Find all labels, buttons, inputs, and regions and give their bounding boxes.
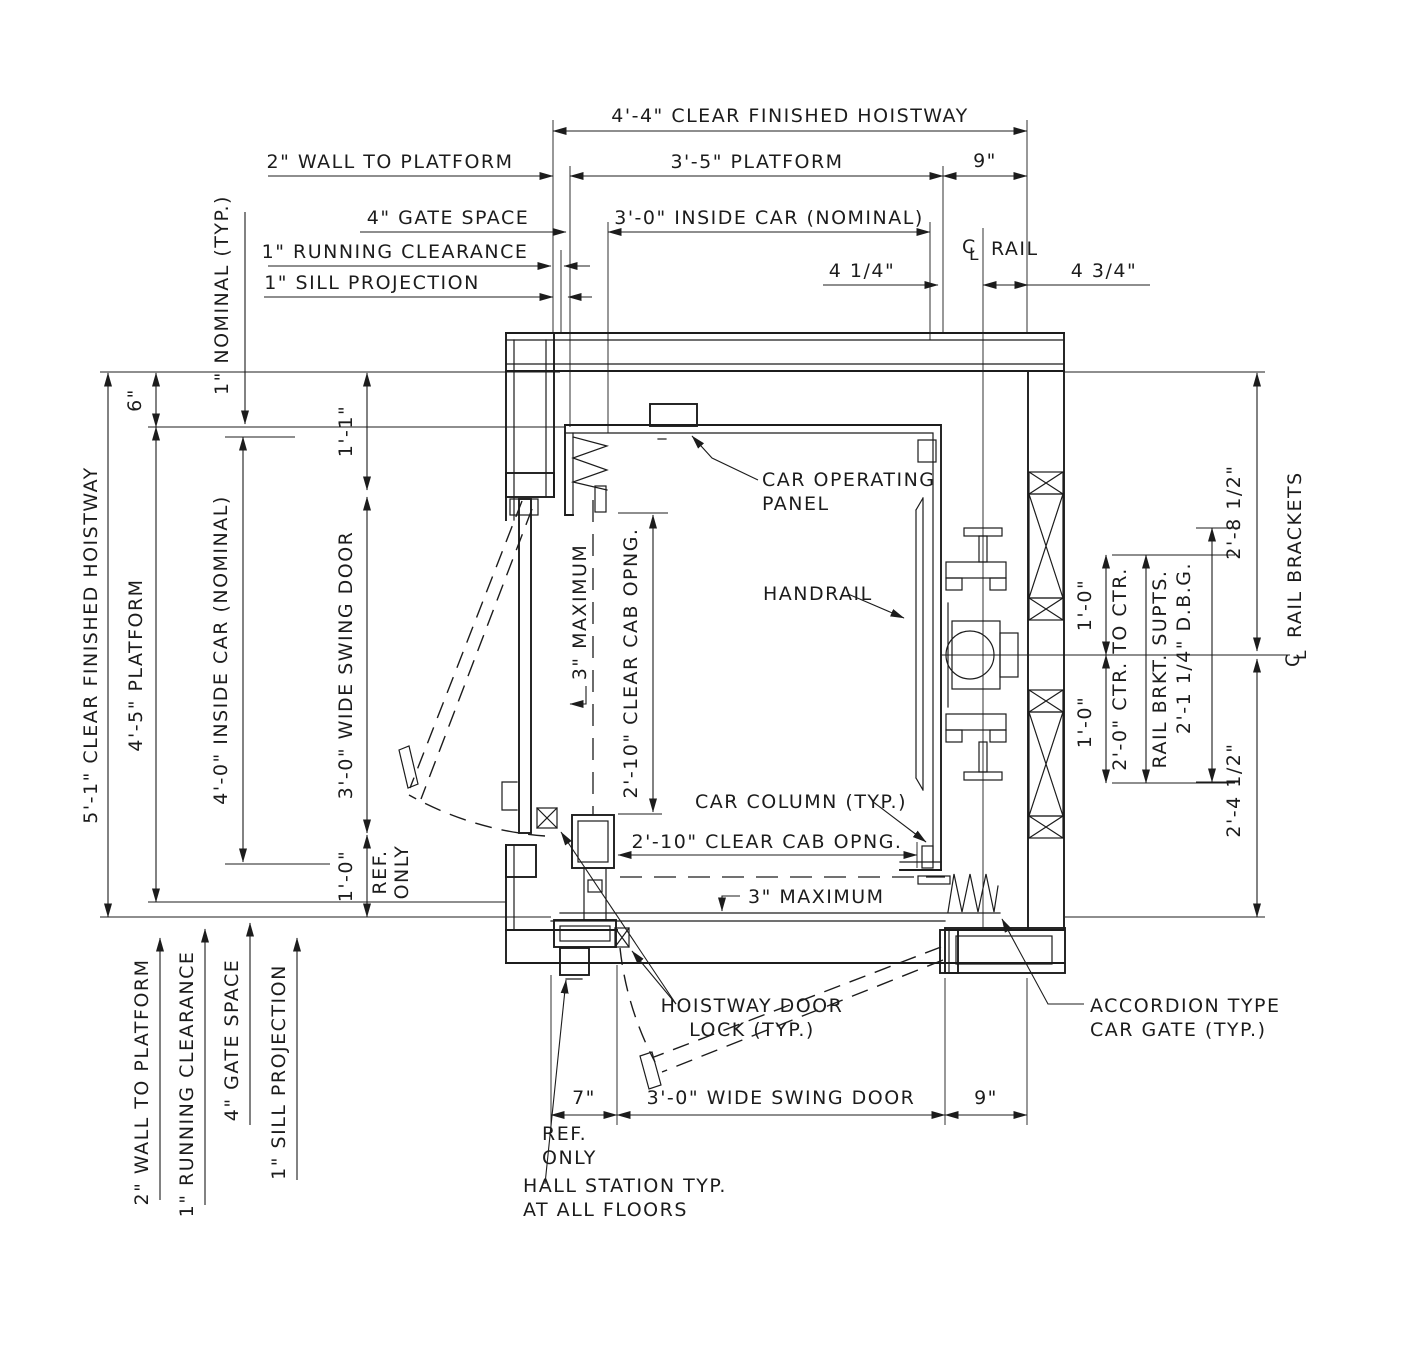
left-door-open-panel (518, 498, 532, 834)
dim-gate-space-bottom: 4" GATE SPACE (221, 959, 243, 1122)
left-door-swing-arc (408, 794, 546, 837)
annotation-leaders (544, 435, 1084, 1185)
dim-2-4-half: 2'-4 1/2" (1223, 742, 1245, 837)
handrail-bar (915, 497, 924, 791)
dim-ctr-to-ctr: 2'-0" CTR. TO CTR. (1109, 567, 1131, 771)
car-column-label: CAR COLUMN (TYP.) (695, 791, 907, 813)
centerline-symbol-l: L (969, 245, 980, 265)
centerline-symbol-c: C (962, 236, 977, 258)
cl-rail-text: RAIL (991, 238, 1039, 260)
guide-shoe-top (917, 439, 937, 463)
dim-2-8-half: 2'-8 1/2" (1223, 464, 1245, 559)
dim-running-clearance-bottom: 1" RUNNING CLEARANCE (176, 951, 198, 1218)
cl-rail-brackets-label: C L RAIL BRACKETS (1282, 471, 1311, 667)
left-swing-door (398, 498, 546, 837)
dim-clear-hoistway-left: 5'-1" CLEAR FINISHED HOISTWAY (80, 466, 102, 823)
dim-platform-left: 4'-5" PLATFORM (125, 578, 147, 751)
hall-station-label-line1: HALL STATION TYP. (523, 1175, 727, 1197)
car-column-bl (571, 814, 615, 921)
cl-rail-label: C L RAIL (962, 236, 1039, 265)
handrail-label: HANDRAIL (763, 583, 873, 605)
cop-label-line1: CAR OPERATING (762, 469, 936, 491)
dim-inside-car-top: 3'-0" INSIDE CAR (NOMINAL) (614, 207, 923, 229)
dim-inside-car-left: 4'-0" INSIDE CAR (NOMINAL) (210, 495, 232, 804)
dim-gate-space-top: 4" GATE SPACE (367, 207, 530, 229)
right-wall-studs (1028, 471, 1064, 839)
dim-wall-to-platform-bottom: 2" WALL TO PLATFORM (131, 958, 153, 1205)
centerline-symbol-c2: C (1282, 652, 1304, 667)
dim-1-1: 1'-1" (335, 405, 357, 458)
dim-swing-door-left: 3'-0" WIDE SWING DOOR (335, 531, 357, 800)
dim-swing-door-bottom: 3'-0" WIDE SWING DOOR (647, 1087, 916, 1109)
ref-label-bottom: REF. (542, 1123, 587, 1145)
hall-station (559, 947, 590, 980)
dim-platform-top: 3'-5" PLATFORM (670, 151, 843, 173)
gate-pocket-corner (939, 927, 1066, 974)
dim-7in: 7" (572, 1087, 596, 1109)
car-column-br (921, 845, 934, 869)
dim-running-clearance-top: 1" RUNNING CLEARANCE (262, 241, 529, 263)
only-label-left: ONLY (391, 845, 413, 900)
cab-opening-bottom-label: 2'-10" CLEAR CAB OPNG. (632, 831, 903, 853)
dimension-lines (104, 127, 1261, 1205)
accordion-gate-bottom (947, 873, 999, 913)
dim-1-0-lower: 1'-0" (1074, 696, 1096, 749)
max-left-label: 3" MAXIMUM (569, 544, 591, 681)
left-door-handle (501, 781, 518, 811)
dim-1-0-upper: 1'-0" (1074, 579, 1096, 632)
car-gate-label-line2: CAR GATE (TYP.) (1090, 1019, 1266, 1041)
max-bottom-label: 3" MAXIMUM (748, 886, 885, 908)
dim-sill-projection-bottom: 1" SILL PROJECTION (268, 964, 290, 1180)
bottom-door-swing-arc (619, 947, 656, 1063)
dim-rail-brkt-supts: RAIL BRKT. SUPTS. (1149, 570, 1171, 769)
left-door-handle-dashed-pos (398, 745, 419, 789)
dim-4-3-4: 4 3/4" (1071, 260, 1137, 282)
extension-lines (100, 120, 1290, 1125)
dim-sill-projection-top: 1" SILL PROJECTION (264, 272, 480, 294)
hoistway-walls (505, 332, 1066, 980)
dim-9in-bottom: 9" (974, 1087, 998, 1109)
car-gate-label-line1: ACCORDION TYPE (1090, 995, 1280, 1017)
dim-dbg: 2'-1 1/4" D.B.G. (1173, 562, 1195, 734)
centerline-symbol-l2: L (1291, 649, 1311, 660)
cl-rail-brackets-text: RAIL BRACKETS (1284, 471, 1306, 638)
dim-6in: 6" (124, 388, 146, 412)
dim-1-0-left: 1'-0" (335, 850, 357, 903)
door-lock-label-line2: LOCK (TYP.) (689, 1019, 815, 1041)
bottom-swing-door (619, 946, 944, 1090)
dim-clear-hoistway-top: 4'-4" CLEAR FINISHED HOISTWAY (611, 105, 968, 127)
hall-station-label-line2: AT ALL FLOORS (523, 1199, 688, 1221)
ref-label-left: REF. (369, 849, 391, 894)
dim-9in-top: 9" (973, 150, 997, 172)
car-operating-panel (649, 403, 698, 440)
dim-wall-to-platform-top: 2" WALL TO PLATFORM (266, 151, 513, 173)
door-lock-label-line1: HOISTWAY DOOR (661, 995, 844, 1017)
dim-1in-nominal: 1" NOMINAL (TYP.) (211, 195, 233, 395)
bottom-door-handle (639, 1051, 662, 1090)
cop-label-line2: PANEL (762, 493, 830, 515)
dim-4-1-4: 4 1/4" (829, 260, 895, 282)
only-label-bottom: ONLY (542, 1147, 597, 1169)
cab-opening-left-label: 2'-10" CLEAR CAB OPNG. (620, 528, 642, 799)
accordion-gate-left (570, 436, 610, 513)
hoistway-door-lock-left (536, 807, 558, 829)
